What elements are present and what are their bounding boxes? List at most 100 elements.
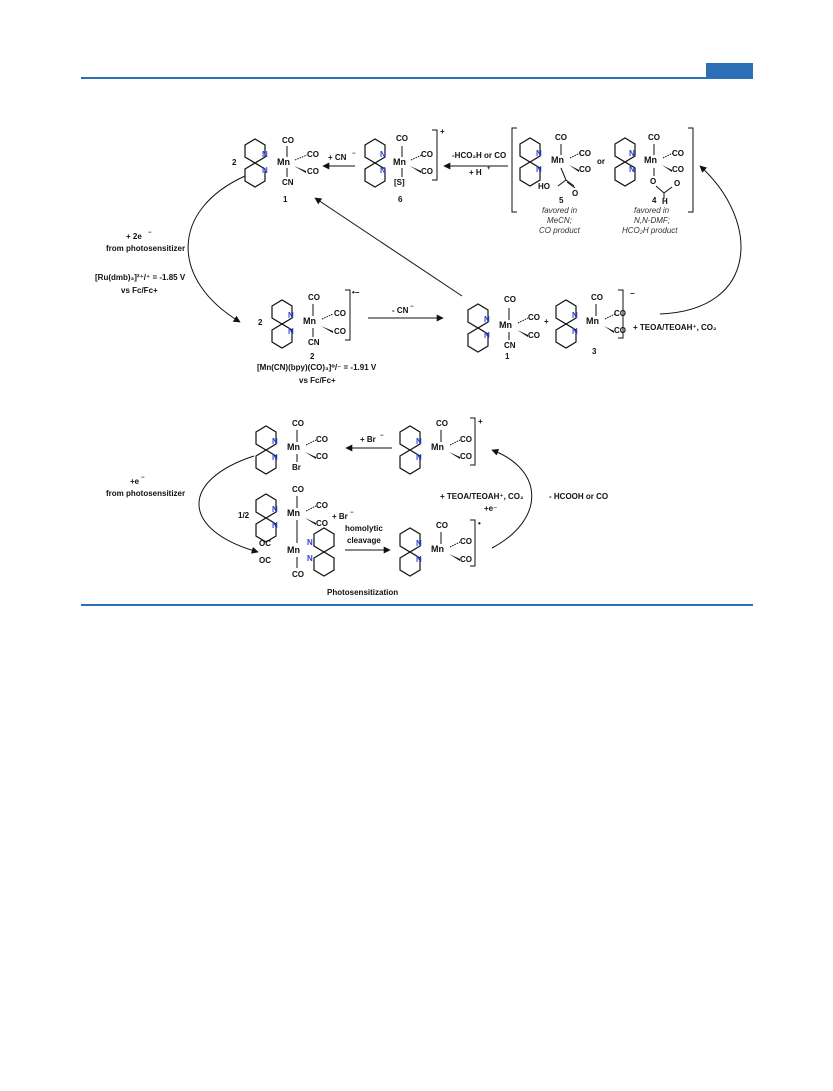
co-ligand: CO	[579, 165, 591, 174]
complex-radical: N N Mn CO CO CO •	[399, 519, 481, 577]
label-1: 1	[283, 195, 288, 204]
mn-potential: [Mn(CN)(bpy)(CO)₃]⁰/⁻ = -1.91 V	[257, 363, 377, 372]
caption: Photosensitization	[327, 588, 398, 597]
co-ligand: CO	[421, 167, 433, 176]
mn-atom: Mn	[431, 544, 444, 554]
mn-vs: vs Fc/Fc+	[299, 376, 336, 385]
co-ligand: CO	[292, 485, 304, 494]
bottom-rule	[81, 604, 753, 606]
co-ligand: CO	[307, 167, 319, 176]
n-atom: N	[272, 453, 278, 462]
note-4-2: N,N-DMF;	[634, 216, 670, 225]
charge: •−	[352, 288, 360, 297]
oc-ligand: OC	[259, 539, 271, 548]
complex-5: N N Mn CO CO CO HO O 5 favored in MeCN; …	[519, 133, 591, 235]
teoa-label: + TEOA/TEOAH⁺, CO₂	[633, 323, 717, 332]
mn-atom: Mn	[287, 442, 300, 452]
add-br-dimer: + Br	[332, 512, 348, 521]
dimer-coef: 1/2	[238, 511, 250, 520]
or-word: or	[597, 157, 605, 166]
header-tab	[706, 63, 753, 77]
n-atom: N	[536, 165, 542, 174]
charge: −	[630, 289, 635, 298]
arrow-label-add-h: + H	[469, 168, 482, 177]
electron-label: +e	[130, 477, 140, 486]
top-rule	[81, 77, 753, 79]
co-ligand: CO	[504, 295, 516, 304]
mn-atom: Mn	[303, 316, 316, 326]
label-6: 6	[398, 195, 403, 204]
note-5-2: MeCN;	[547, 216, 572, 225]
o-atom: O	[674, 179, 680, 188]
co-ligand: CO	[591, 293, 603, 302]
co-ligand: CO	[614, 309, 626, 318]
co-ligand: CO	[614, 326, 626, 335]
label-4: 4	[652, 196, 657, 205]
label-2: 2	[310, 352, 315, 361]
mn-atom: Mn	[393, 157, 406, 167]
superscript: −	[350, 510, 354, 516]
mn-atom: Mn	[277, 157, 290, 167]
mn-atom: Mn	[287, 508, 300, 518]
superscript: −	[141, 475, 145, 481]
complex-cation: N N Mn CO CO CO +	[399, 417, 483, 475]
note-4-3: HCO₂H product	[622, 226, 678, 235]
n-atom: N	[380, 166, 386, 175]
co-ligand: CO	[292, 419, 304, 428]
n-atom: N	[629, 165, 635, 174]
n-atom: N	[307, 554, 313, 563]
complex-dimer: 1/2 N N Mn CO CO CO + Br − Mn OC OC CO N…	[238, 485, 354, 579]
co-ligand: CO	[460, 452, 472, 461]
reduction-label-2: from photosensitizer	[106, 244, 185, 253]
n-atom: N	[572, 327, 578, 336]
co-ligand: CO	[528, 313, 540, 322]
n-atom: N	[272, 521, 278, 530]
cn-ligand: CN	[282, 178, 294, 187]
co-ligand: CO	[555, 133, 567, 142]
co-ligand: CO	[316, 519, 328, 528]
n-atom: N	[272, 505, 278, 514]
co-ligand: CO	[421, 150, 433, 159]
co-ligand: CO	[396, 134, 408, 143]
coef-mid: 2	[258, 318, 263, 327]
n-atom: N	[416, 453, 422, 462]
complex-1-right: N N Mn CO CO CO CN 1	[467, 295, 540, 361]
homolytic-label: homolytic	[345, 524, 383, 533]
complex-mnbr: N N Mn CO CO CO Br	[255, 419, 328, 475]
co-ligand: CO	[292, 570, 304, 579]
complex-2: 2 N N Mn CO CO CO CN 2 •− [Mn(CN)(bpy)(C…	[257, 288, 377, 385]
superscript: −	[380, 433, 384, 439]
co-ligand: CO	[316, 501, 328, 510]
complex-3: N N Mn CO CO CO 3 −	[555, 289, 635, 356]
n-atom: N	[272, 437, 278, 446]
superscript: +	[487, 166, 491, 172]
note-5-1: favored in	[542, 206, 578, 215]
mn-atom: Mn	[644, 155, 657, 165]
reduction-label: + 2e	[126, 232, 142, 241]
n-atom: N	[416, 437, 422, 446]
co-ligand: CO	[334, 309, 346, 318]
n-atom: N	[416, 555, 422, 564]
complex-6: N N Mn CO CO CO [S] 6 +	[364, 127, 445, 204]
charge: +	[478, 417, 483, 426]
superscript: −	[148, 230, 152, 236]
cn-ligand: CN	[308, 338, 320, 347]
mn-atom: Mn	[287, 545, 300, 555]
loss-bottom: - HCOOH or CO	[549, 492, 608, 501]
n-atom: N	[288, 327, 294, 336]
n-atom: N	[262, 166, 268, 175]
co-ligand: CO	[579, 149, 591, 158]
cleavage-label: cleavage	[347, 536, 381, 545]
n-atom: N	[484, 315, 490, 324]
co-ligand: CO	[672, 165, 684, 174]
superscript: −	[352, 151, 356, 157]
oc-ligand: OC	[259, 556, 271, 565]
h-atom: H	[662, 197, 668, 206]
co-ligand: CO	[672, 149, 684, 158]
charge: +	[440, 127, 445, 136]
mn-atom: Mn	[586, 316, 599, 326]
e-bottom: +e⁻	[484, 504, 497, 513]
n-atom: N	[416, 539, 422, 548]
mn-atom: Mn	[499, 320, 512, 330]
